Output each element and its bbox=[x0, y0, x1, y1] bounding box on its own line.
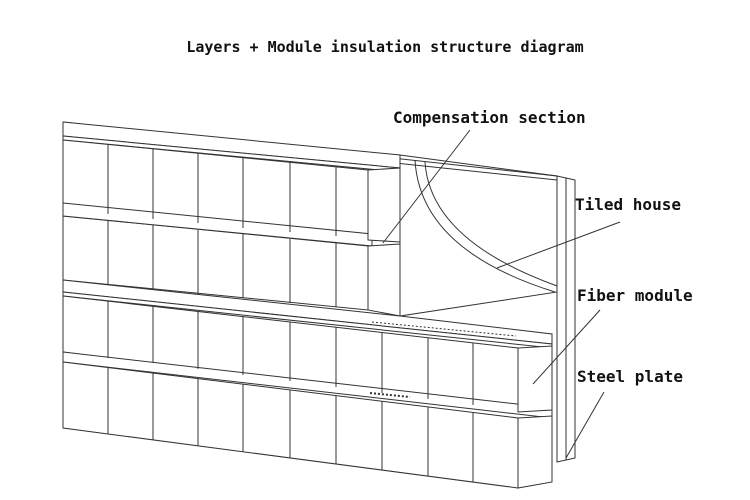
fiber-module-leader-line bbox=[532, 309, 601, 385]
compensation-section-label: Compensation section bbox=[393, 108, 586, 127]
tiled-house-panel bbox=[62, 121, 558, 317]
tiled-house-leader-line bbox=[496, 221, 621, 269]
steel-plate bbox=[556, 175, 576, 463]
label-tiled-house: Tiled house bbox=[496, 195, 681, 269]
label-steel-plate: Steel plate bbox=[565, 367, 683, 459]
fiber-module-label: Fiber module bbox=[577, 286, 693, 305]
steel-plate-label: Steel plate bbox=[577, 367, 683, 386]
label-fiber-module: Fiber module bbox=[532, 286, 693, 385]
tiled-house-label: Tiled house bbox=[575, 195, 681, 214]
steel-plate-leader-line bbox=[565, 391, 605, 459]
lower-module-block bbox=[62, 279, 553, 489]
compensation-leader-line bbox=[382, 129, 471, 244]
diagram-title: Layers + Module insulation structure dia… bbox=[186, 38, 583, 56]
label-compensation-section: Compensation section bbox=[382, 108, 586, 244]
